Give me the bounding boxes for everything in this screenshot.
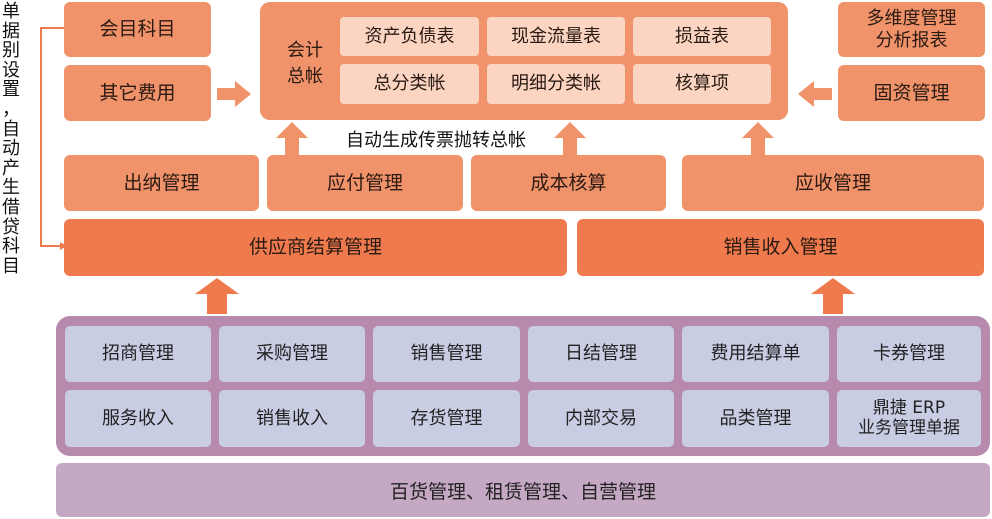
general-ledger-account-box: 总分类帐 <box>340 64 479 104</box>
arrow-up-icon <box>276 122 308 156</box>
receivable-management-box: 应收管理 <box>682 155 984 211</box>
fixed-assets-box: 固资管理 <box>838 65 985 121</box>
grid-cell-sales: 销售管理 <box>373 326 520 382</box>
grid-cell-merchant: 招商管理 <box>65 326 211 382</box>
side-vertical-text: 单据别设置，自动产生借贷科目 <box>2 1 20 277</box>
other-expenses-box: 其它费用 <box>64 65 211 121</box>
arrow-up-icon <box>742 122 774 156</box>
arrow-up-icon <box>811 278 855 314</box>
grid-cell-expense-settlement: 费用结算单 <box>682 326 829 382</box>
multi-dimension-report-box: 多维度管理 分析报表 <box>838 2 985 57</box>
general-ledger-label: 会计 总帐 <box>287 40 323 87</box>
payable-management-box: 应付管理 <box>267 155 463 211</box>
supplier-settlement-box: 供应商结算管理 <box>64 219 567 276</box>
grid-cell-erp-documents: 鼎捷 ERP 业务管理单据 <box>837 390 981 447</box>
detail-ledger-box: 明细分类帐 <box>487 64 625 104</box>
grid-cell-internal-trade: 内部交易 <box>528 390 674 447</box>
grid-cell-coupon: 卡券管理 <box>837 326 981 382</box>
auto-generate-label: 自动生成传票抛转总帐 <box>346 130 526 151</box>
grid-cell-service-income: 服务收入 <box>65 390 211 447</box>
grid-cell-purchase: 采购管理 <box>219 326 365 382</box>
sales-income-management-box: 销售收入管理 <box>577 219 984 276</box>
accounting-item-box: 核算项 <box>633 64 771 104</box>
arrow-left-icon <box>798 81 832 107</box>
grid-cell-category: 品类管理 <box>682 390 829 447</box>
arrow-up-icon <box>554 122 586 156</box>
cost-accounting-box: 成本核算 <box>471 155 666 211</box>
grid-cell-sales-income: 销售收入 <box>219 390 365 447</box>
balance-sheet-box: 资产负债表 <box>340 17 479 56</box>
side-connector <box>40 24 70 250</box>
grid-cell-inventory: 存货管理 <box>373 390 520 447</box>
subjects-box: 会目科目 <box>64 2 211 57</box>
arrow-right-icon <box>217 81 251 107</box>
arrow-up-icon <box>195 278 239 314</box>
cash-flow-box: 现金流量表 <box>487 17 625 56</box>
income-statement-box: 损益表 <box>633 17 771 56</box>
bottom-bar: 百货管理、租赁管理、自营管理 <box>56 463 990 517</box>
business-documents-panel <box>56 316 990 456</box>
grid-cell-daily-close: 日结管理 <box>528 326 674 382</box>
cashier-management-box: 出纳管理 <box>64 155 259 211</box>
